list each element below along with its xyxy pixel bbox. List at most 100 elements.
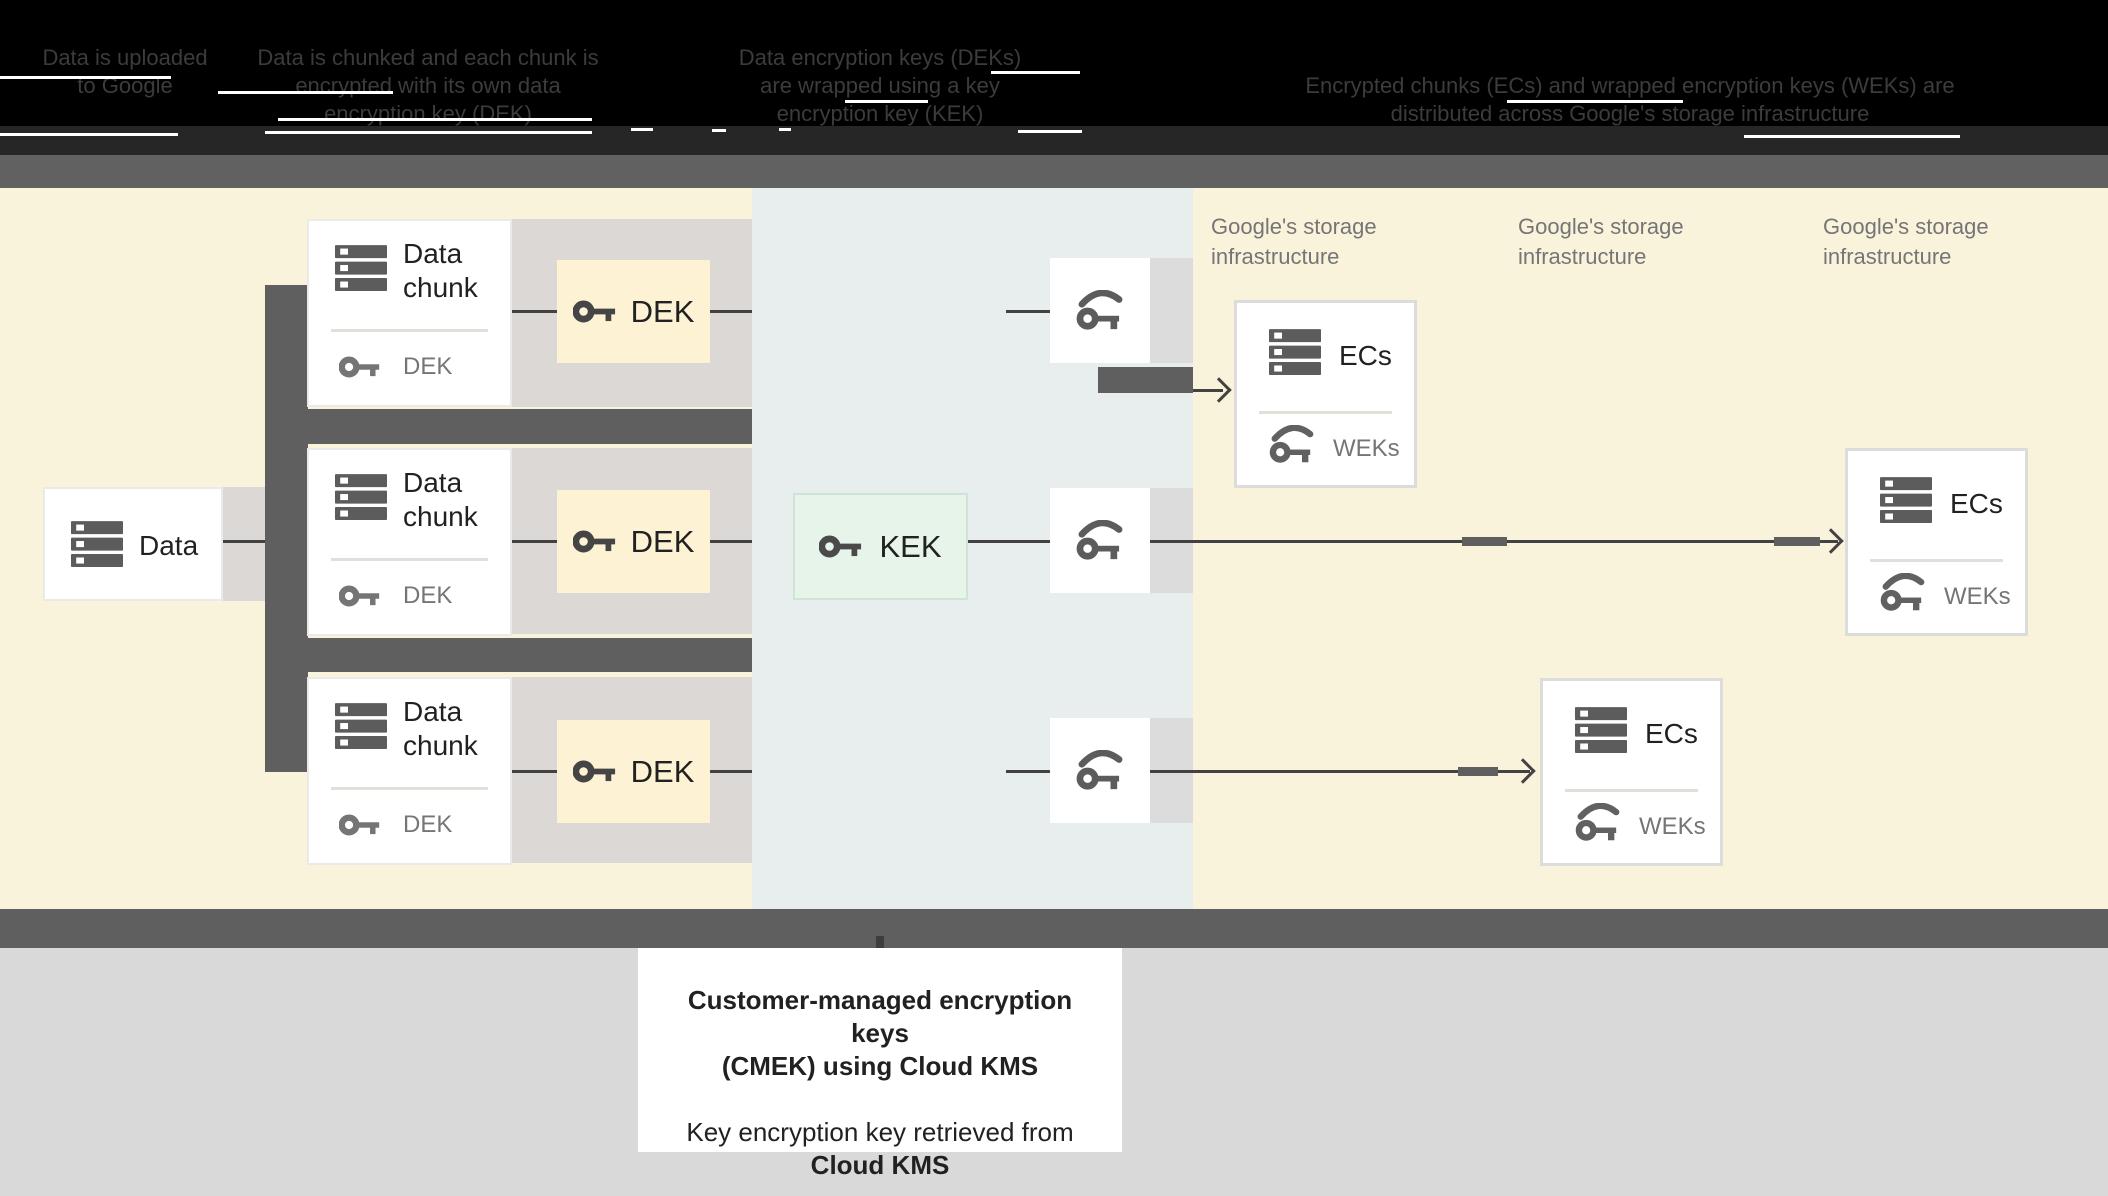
connector-dek-out-1 — [710, 310, 752, 313]
branch-trunk — [265, 285, 308, 772]
header-step-3: Data encryption keys (DEKs) are wrapped … — [738, 45, 1022, 126]
caption-subtitle: Key encryption key retrieved from Cloud … — [658, 1116, 1102, 1182]
server-icon — [335, 703, 387, 750]
dek-box-label: DEK — [630, 753, 695, 789]
caption-subtitle-line-1: Key encryption key retrieved from — [686, 1117, 1074, 1147]
wrapped-key-icon — [1880, 573, 1926, 613]
cross-band-2 — [265, 638, 752, 672]
chunk-dek-label: DEK — [403, 811, 453, 838]
ecs-box-1: ECs WEKs — [1234, 300, 1417, 488]
key-icon — [339, 584, 381, 608]
wrapped-key-box-3 — [1050, 718, 1150, 823]
artifact-line — [712, 129, 726, 132]
data-chunk-box-3: Data chunk DEK — [307, 677, 512, 865]
data-chunk-label: Data chunk — [403, 467, 478, 532]
arrow-line-3 — [1150, 770, 1530, 773]
wrapped-key-icon — [1575, 803, 1621, 843]
cross-band-1 — [265, 409, 752, 444]
ecs-box-2: ECs WEKs — [1845, 448, 2028, 636]
gray-separator-bar — [0, 155, 2108, 188]
chunk-dek-label: DEK — [403, 353, 453, 380]
box-divider — [331, 787, 488, 790]
data-box-label: Data — [139, 530, 199, 561]
connector-dek-out-2 — [710, 540, 752, 543]
dek-box-3: DEK — [557, 720, 710, 823]
caption-title-line-1: Customer-managed encryption keys — [687, 985, 1073, 1048]
server-icon — [1880, 477, 1932, 524]
header-band — [0, 0, 2108, 126]
pipe-segment-2a — [1462, 537, 1507, 546]
key-icon — [573, 529, 617, 554]
data-chunk-box-1: Data chunk DEK — [307, 219, 512, 407]
caption-title: Customer-managed encryption keys (CMEK) … — [658, 984, 1102, 1083]
connector-chunk-dek-1 — [512, 310, 557, 313]
artifact-line — [0, 76, 171, 79]
data-chunk-label: Data chunk — [403, 238, 478, 303]
wrapped-key-box-2 — [1050, 488, 1150, 593]
artifact-line — [631, 128, 653, 131]
key-icon — [819, 534, 863, 559]
artifact-line — [1018, 130, 1082, 133]
arrow-line-1 — [1193, 389, 1223, 392]
artifact-line — [1744, 135, 1960, 138]
server-icon — [1269, 329, 1321, 376]
pipe-segment-1 — [1098, 367, 1193, 393]
wrapped-key-icon — [1269, 425, 1315, 465]
dek-box-2: DEK — [557, 490, 710, 593]
kek-box: KEK — [793, 493, 968, 600]
wrapped-key-icon — [1076, 750, 1124, 792]
server-icon — [71, 521, 123, 568]
key-icon — [573, 299, 617, 324]
server-icon — [335, 245, 387, 292]
dek-box-1: DEK — [557, 260, 710, 363]
weks-label: WEKs — [1333, 435, 1400, 462]
pipe-segment-2b — [1774, 537, 1820, 546]
ecs-label: ECs — [1645, 718, 1698, 749]
data-band — [223, 487, 265, 601]
bottom-separator-bar — [0, 909, 2108, 948]
artifact-line — [991, 71, 1080, 74]
dek-box-label: DEK — [630, 293, 695, 329]
artifact-line — [1507, 100, 1683, 103]
connector-kek-key-3 — [1006, 770, 1050, 773]
kek-box-label: KEK — [879, 528, 942, 564]
caption-connector-notch — [876, 936, 884, 950]
key-stripe-1 — [1150, 258, 1193, 363]
artifact-line — [265, 131, 592, 134]
pipe-segment-3 — [1458, 767, 1498, 776]
box-divider — [1870, 559, 2003, 562]
weks-label: WEKs — [1639, 813, 1706, 840]
connector-chunk-dek-3 — [512, 770, 557, 773]
ecs-label: ECs — [1339, 340, 1392, 371]
connector-kek-key-1 — [1006, 310, 1050, 313]
wrapped-key-box-1 — [1050, 258, 1150, 363]
header-step-1: Data is uploaded to Google — [42, 45, 208, 98]
storage-label-3: Google's storage infrastructure — [1823, 214, 1989, 269]
ecs-label: ECs — [1950, 488, 2003, 519]
data-chunk-box-2: Data chunk DEK — [307, 448, 512, 636]
artifact-line — [0, 133, 178, 136]
artifact-line — [278, 118, 592, 121]
data-chunk-label: Data chunk — [403, 696, 478, 761]
key-icon — [573, 759, 617, 784]
caption-box: Customer-managed encryption keys (CMEK) … — [638, 948, 1122, 1180]
key-icon — [339, 355, 381, 379]
caption-title-line-2: (CMEK) using Cloud KMS — [721, 1051, 1039, 1081]
artifact-line — [845, 100, 928, 103]
box-divider — [331, 558, 488, 561]
artifact-line — [779, 128, 791, 131]
box-divider — [1565, 789, 1698, 792]
storage-label-1: Google's storage infrastructure — [1211, 214, 1377, 269]
caption-subtitle-line-2: Cloud KMS — [810, 1150, 950, 1180]
connector-chunk-dek-2 — [512, 540, 557, 543]
connector-dek-out-3 — [710, 770, 752, 773]
connector-kek-key-2 — [968, 540, 1050, 543]
server-icon — [335, 474, 387, 521]
box-divider — [331, 329, 488, 332]
connector-data-trunk — [223, 540, 265, 543]
key-icon — [339, 813, 381, 837]
header-step-4: Encrypted chunks (ECs) and wrapped encry… — [1305, 73, 1955, 126]
wrapped-key-icon — [1076, 290, 1124, 332]
storage-label-2: Google's storage infrastructure — [1518, 214, 1684, 269]
